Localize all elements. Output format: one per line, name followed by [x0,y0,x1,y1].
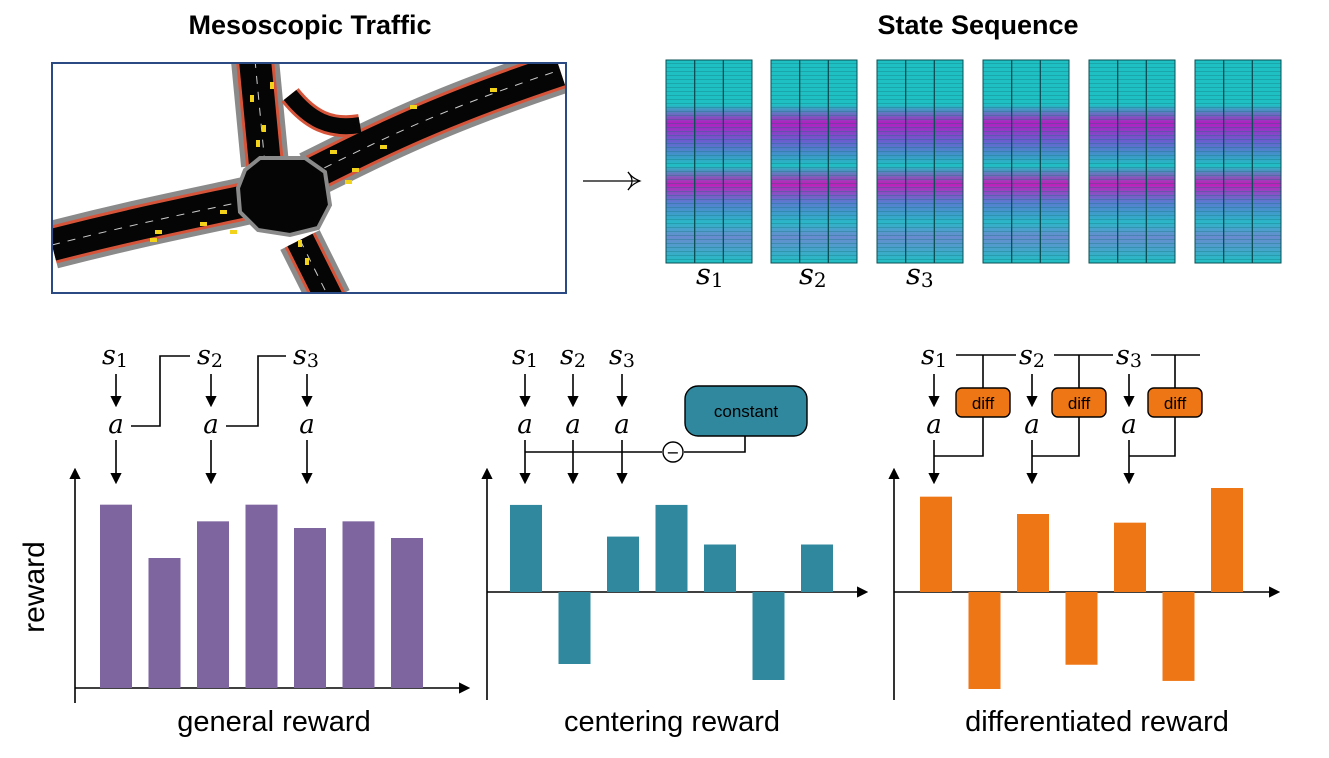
general-action-labels: a a a [108,410,315,440]
chart0-bar-2 [148,558,181,688]
state-heatmap-4 [982,59,1070,264]
diff-box-2 [1051,387,1107,418]
state-heatmap-6 [1194,59,1282,264]
chart2-bar-5 [1114,522,1146,592]
chart1-bar-1 [510,504,542,592]
constant-box-label: constant [714,402,779,421]
centering-state-s3: s3 [609,340,635,372]
state-heatmaps [665,59,1282,264]
diff-action-a2: a [1024,410,1040,440]
chart0-bar-5 [294,528,326,688]
chart2-bar-7 [1211,488,1243,592]
minus-operator-label: − [666,443,679,462]
general-reward-caption: general reward [177,706,370,738]
differentiated-reward-chart [888,467,1281,700]
panel-general-reward: s1 s2 s3 a a a reward general reward [18,340,471,738]
diff-state-s1: s1 [921,340,947,372]
chart0-bar-7 [391,538,423,688]
chart1-bar-4 [655,504,688,592]
state-heatmap-5 [1088,59,1176,264]
diff-state-s3: s3 [1116,340,1142,372]
diff-box-3-label: diff [1164,394,1187,413]
general-transition-1 [131,355,190,427]
diff-box-1 [955,387,1011,418]
road-network [53,64,565,292]
chart0-bar-6 [342,521,375,688]
map-to-states-arrow [583,171,642,191]
chart2-bar-3 [1017,514,1049,592]
chart1-bar-3 [607,536,639,592]
reward-axis-label: reward [18,541,51,633]
diff-action-a3: a [1121,410,1137,440]
general-action-a2: a [203,410,219,440]
general-transition-2 [226,355,286,427]
chart0-bar-1 [100,504,132,688]
panel-differentiated-reward: s1 s2 s3 diff diff diff [888,340,1281,738]
state-heatmap-1 [665,59,753,264]
diff-box3-output [1129,417,1176,457]
centering-action-a3: a [614,410,630,440]
traffic-map [51,62,567,294]
junction [235,156,333,238]
chart1-bar-5 [704,544,736,592]
mesoscopic-traffic-title: Mesoscopic Traffic [188,10,431,40]
centering-reward-chart [481,467,869,700]
state-label-s1: s1 [696,257,724,292]
state-sequence-labels: s1 s2 s3 [696,257,934,292]
diff-box-1-label: diff [972,394,995,413]
centering-constant-link [684,436,746,453]
chart2-bar-4 [1065,592,1098,665]
chart1-bar-7 [801,544,833,592]
panel-centering-reward: s1 s2 s3 − constant a a a centering rewa… [481,340,869,738]
diff-action-labels: a a a [926,410,1137,440]
centering-action-a1: a [517,410,533,440]
general-action-a3: a [299,410,315,440]
state-sequence-title: State Sequence [877,10,1078,40]
centering-reward-caption: centering reward [564,706,780,738]
state-label-s2: s2 [799,257,827,292]
chart0-bar-4 [245,504,278,688]
state-label-s3: s3 [906,257,934,292]
centering-action-labels: a a a [517,410,630,440]
general-state-labels: s1 s2 s3 [102,340,319,372]
general-reward-chart [69,467,471,703]
chart2-bar-1 [920,496,952,592]
chart0-bar-3 [197,521,229,688]
state-heatmap-2 [770,59,858,264]
diff-action-a1: a [926,410,942,440]
centering-state-s1: s1 [512,340,538,372]
general-state-s1: s1 [102,340,128,372]
diff-state-labels: s1 s2 s3 [921,340,1142,372]
state-heatmap-3 [876,59,964,264]
vehicles [150,82,497,265]
diff-box2-output [1032,417,1080,457]
centering-state-s2: s2 [560,340,586,372]
diff-state-s2: s2 [1019,340,1045,372]
chart1-bar-6 [752,592,785,680]
diff-box-3 [1147,387,1203,418]
chart1-bar-2 [558,592,591,664]
constant-box [684,385,808,437]
chart2-bar-2 [968,592,1001,689]
diff-box-2-label: diff [1068,394,1091,413]
differentiated-reward-caption: differentiated reward [965,706,1229,738]
general-state-s3: s3 [293,340,319,372]
chart2-bar-6 [1162,592,1195,681]
minus-operator [662,441,684,463]
diff-box1-output [934,417,984,457]
general-action-a1: a [108,410,124,440]
centering-state-labels: s1 s2 s3 [512,340,635,372]
general-state-s2: s2 [197,340,223,372]
centering-action-a2: a [565,410,581,440]
diff-boxes: diff diff diff [955,387,1203,418]
